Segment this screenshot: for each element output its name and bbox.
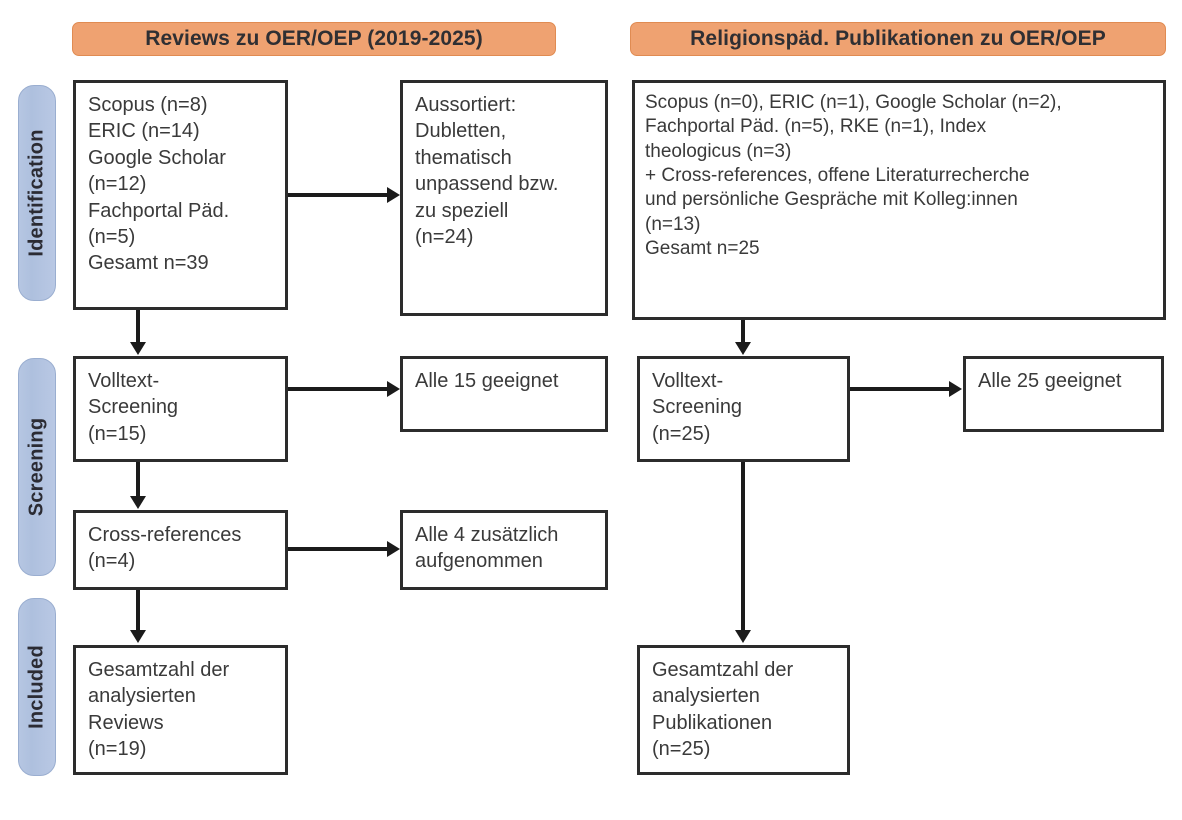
stage-pill-identification: Identification [18, 85, 56, 301]
node-right-fulltext-result: Alle 25 geeignet [963, 356, 1164, 432]
edge-right-fulltext-to-result [850, 387, 950, 391]
stage-pill-screening: Screening [18, 358, 56, 576]
node-left-crossrefs: Cross-references (n=4) [73, 510, 288, 590]
node-left-crossrefs-result: Alle 4 zusätzlich aufgenommen [400, 510, 608, 590]
arrowhead-left-sources-to-fulltext [130, 342, 146, 355]
arrowhead-right-fulltext-to-included [735, 630, 751, 643]
stage-label-identification: Identification [25, 129, 48, 257]
arrowhead-left-sources-to-excluded [387, 187, 400, 203]
node-left-fulltext-screening: Volltext- Screening (n=15) [73, 356, 288, 462]
arrowhead-left-crossrefs-to-included [130, 630, 146, 643]
edge-right-fulltext-to-included [741, 462, 745, 632]
node-right-included: Gesamtzahl der analysierten Publikatione… [637, 645, 850, 775]
edge-left-crossrefs-to-result [288, 547, 388, 551]
edge-right-sources-to-fulltext [741, 320, 745, 344]
column-header-reviews: Reviews zu OER/OEP (2019-2025) [72, 22, 556, 56]
node-left-fulltext-result: Alle 15 geeignet [400, 356, 608, 432]
arrowhead-left-crossrefs-to-result [387, 541, 400, 557]
edge-left-crossrefs-to-included [136, 590, 140, 632]
arrowhead-right-fulltext-to-result [949, 381, 962, 397]
node-left-sources: Scopus (n=8) ERIC (n=14) Google Scholar … [73, 80, 288, 310]
node-right-sources: Scopus (n=0), ERIC (n=1), Google Scholar… [632, 80, 1166, 320]
edge-left-fulltext-to-crossrefs [136, 462, 140, 498]
column-header-religionspaed: Religionspäd. Publikationen zu OER/OEP [630, 22, 1166, 56]
node-left-included: Gesamtzahl der analysierten Reviews (n=1… [73, 645, 288, 775]
arrowhead-left-fulltext-to-crossrefs [130, 496, 146, 509]
edge-left-fulltext-to-result [288, 387, 388, 391]
node-left-excluded: Aussortiert: Dubletten, thematisch unpas… [400, 80, 608, 316]
edge-left-sources-to-excluded [288, 193, 388, 197]
arrowhead-right-sources-to-fulltext [735, 342, 751, 355]
stage-label-included: Included [25, 645, 48, 729]
edge-left-sources-to-fulltext [136, 310, 140, 344]
stage-label-screening: Screening [25, 417, 48, 517]
node-right-fulltext-screening: Volltext- Screening (n=25) [637, 356, 850, 462]
arrowhead-left-fulltext-to-result [387, 381, 400, 397]
stage-pill-included: Included [18, 598, 56, 776]
